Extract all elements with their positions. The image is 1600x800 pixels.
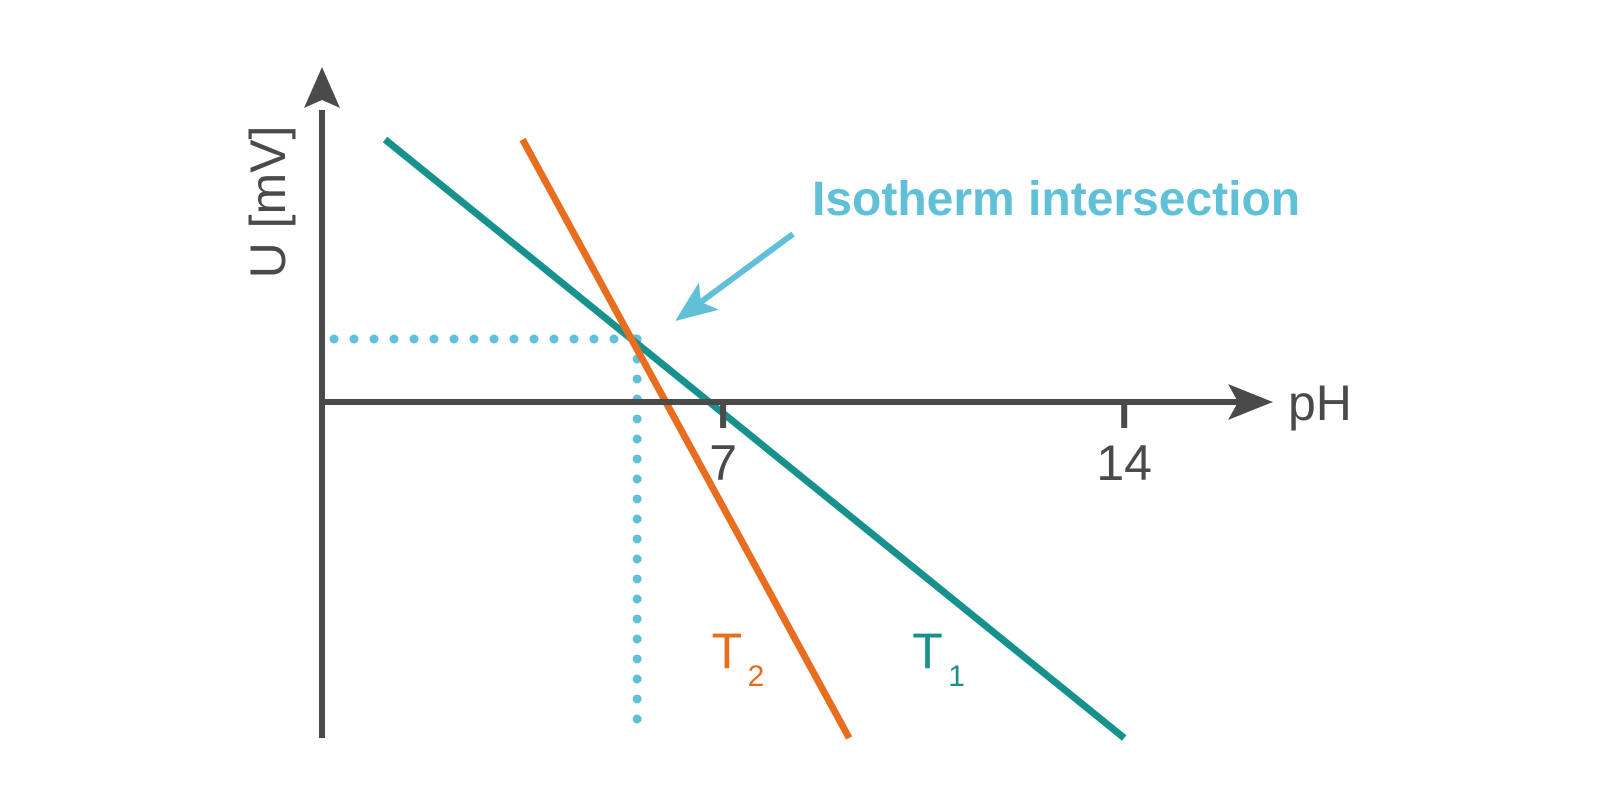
x-axis-arrow xyxy=(1228,384,1273,420)
series-label-t1: T xyxy=(912,623,943,679)
series-subscript-t2: 2 xyxy=(748,660,765,693)
x-tick-label: 14 xyxy=(1096,435,1152,491)
y-axis: U [mV] xyxy=(240,67,340,738)
x-ticks: 7 14 xyxy=(709,402,1152,491)
series-lines xyxy=(382,136,1127,741)
series-line-t1 xyxy=(382,136,1127,741)
guide-lines xyxy=(329,334,642,743)
annotation-text: Isotherm intersection xyxy=(812,173,1300,226)
annotation: Isotherm intersection xyxy=(675,173,1300,321)
x-tick-label: 7 xyxy=(709,435,737,491)
series-label-t2: T xyxy=(712,623,743,679)
annotation-arrow-head xyxy=(675,282,720,321)
series-subscript-t1: 1 xyxy=(948,660,965,693)
x-axis: pH 7 14 xyxy=(322,375,1352,491)
annotation-arrow-line xyxy=(699,231,795,305)
y-axis-arrow xyxy=(304,67,340,108)
x-axis-label: pH xyxy=(1288,375,1352,431)
series-line-t2 xyxy=(519,137,853,740)
y-axis-label: U [mV] xyxy=(240,126,296,279)
